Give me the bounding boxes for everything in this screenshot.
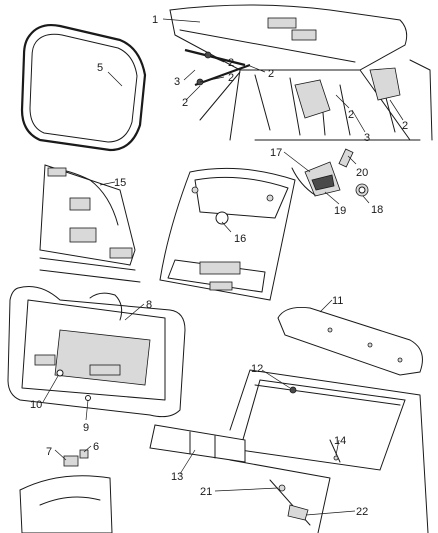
leader-lines (42, 18, 404, 516)
wiring-harness-15 (39, 164, 141, 283)
callout-6: 6 (93, 441, 99, 453)
callout-12: 12 (251, 363, 263, 375)
callout-10: 10 (30, 399, 42, 411)
callout-2: 2 (228, 72, 234, 84)
callout-2: 2 (348, 109, 354, 121)
callout-7: 7 (46, 446, 52, 458)
callout-9: 9 (83, 422, 89, 434)
callout-19: 19 (334, 205, 346, 217)
latch-assembly (291, 148, 369, 197)
callout-2: 2 (402, 120, 408, 132)
handle-detail (19, 449, 113, 533)
callout-20: 20 (356, 167, 368, 179)
callout-2: 2 (182, 97, 188, 109)
liftgate-inner-16 (159, 167, 296, 301)
callout-labels: 1 2 2 3 2 5 2 2 3 2 17 20 15 19 18 16 8 … (30, 14, 408, 518)
liftgate-trim-panel (7, 286, 186, 418)
callout-5: 5 (97, 62, 103, 74)
rear-roof-assembly (169, 4, 433, 141)
callout-8: 8 (146, 299, 152, 311)
callout-11: 11 (332, 295, 343, 307)
callout-2: 2 (268, 68, 274, 80)
callout-17: 17 (270, 147, 282, 159)
callout-18: 18 (371, 204, 383, 216)
weatherstrip-seal (20, 23, 147, 152)
callout-3: 3 (174, 76, 180, 88)
callout-22: 22 (356, 506, 368, 518)
callout-1: 1 (152, 14, 158, 26)
callout-14: 14 (334, 435, 346, 447)
callout-15: 15 (114, 177, 126, 189)
callout-16: 16 (234, 233, 246, 245)
callout-3: 3 (364, 132, 370, 144)
spoiler-and-glass (149, 307, 429, 533)
callout-13: 13 (171, 471, 183, 483)
callout-21: 21 (200, 486, 212, 498)
callout-2: 2 (228, 57, 234, 69)
